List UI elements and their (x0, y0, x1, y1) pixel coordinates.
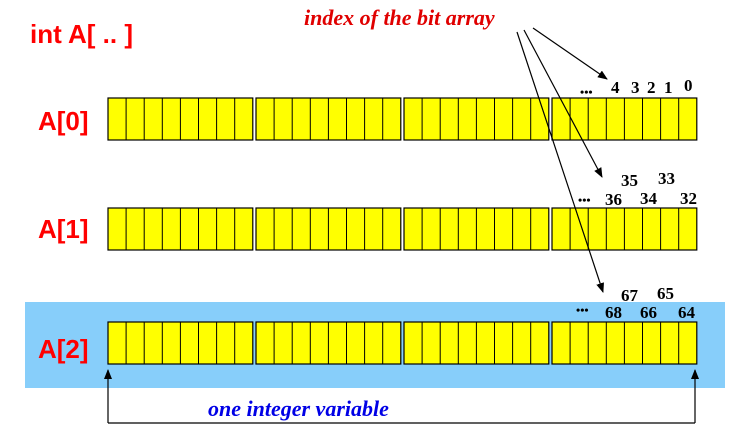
index-label: 64 (678, 303, 696, 322)
index-label: 33 (658, 169, 675, 188)
index-label: 67 (621, 286, 639, 305)
row-label-a0: A[0] (38, 106, 89, 136)
ellipsis-row-2: ••• (576, 303, 589, 317)
index-label: 35 (621, 171, 638, 190)
ellipsis-row-1: ••• (578, 193, 591, 207)
bit-index-caption: index of the bit array (304, 5, 495, 30)
index-label: 34 (640, 189, 658, 208)
caption-arrows (516, 27, 608, 293)
index-label: 1 (664, 78, 673, 97)
index-label: 66 (640, 303, 657, 322)
index-label: 2 (647, 78, 656, 97)
row-label-a1: A[1] (38, 214, 89, 244)
integer-variable-caption: one integer variable (208, 396, 389, 421)
page-title: int A[ .. ] (30, 19, 133, 49)
arrow-to-row-1 (523, 29, 603, 178)
index-label: 32 (680, 189, 697, 208)
index-label: 65 (657, 284, 674, 303)
index-label: 3 (631, 78, 640, 97)
index-label: 0 (684, 76, 693, 95)
ellipsis-row-0: ••• (580, 85, 593, 99)
bit-cells (107, 97, 698, 365)
row-label-a2: A[2] (38, 334, 89, 364)
arrow-to-row-0 (532, 27, 608, 80)
arrow-to-row-2 (516, 31, 604, 293)
index-label: 4 (611, 78, 620, 97)
integer-span-bracket (104, 369, 699, 424)
index-label: 36 (605, 190, 622, 209)
index-label: 68 (605, 303, 622, 322)
